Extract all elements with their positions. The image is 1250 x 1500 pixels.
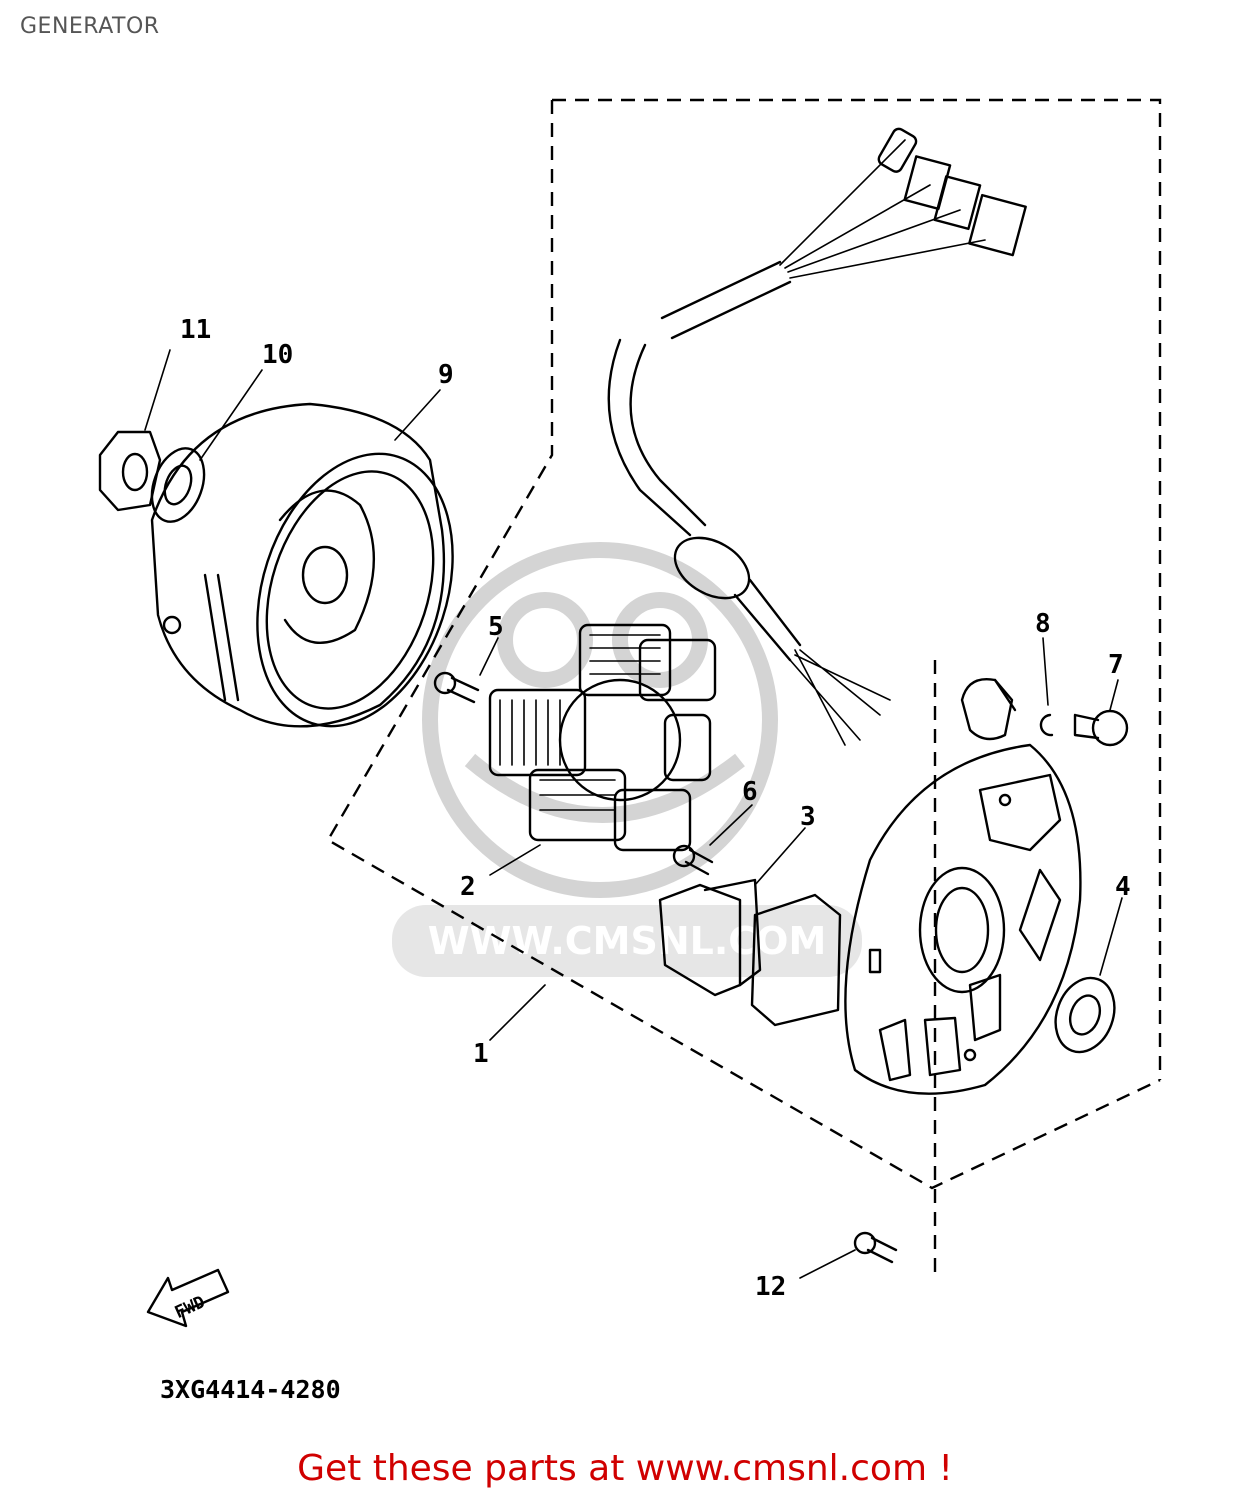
callout-8: 8 xyxy=(1035,609,1051,639)
diagram-part-number: 3XG4414-4280 xyxy=(160,1375,341,1404)
fwd-label: FWD xyxy=(172,1292,208,1323)
callout-2: 2 xyxy=(460,872,476,902)
callout-9: 9 xyxy=(438,360,454,390)
screw-12 xyxy=(853,1231,898,1264)
footer-link[interactable]: Get these parts at www.cmsnl.com ! xyxy=(297,1448,953,1489)
screw-5 xyxy=(433,671,480,704)
leader-lines xyxy=(144,349,1123,1279)
callout-4: 4 xyxy=(1115,872,1131,902)
watermark-url: WWW.CMSNL.COM xyxy=(428,919,827,963)
callout-12: 12 xyxy=(755,1272,786,1302)
stator-base-plate xyxy=(844,743,1082,1095)
callout-6: 6 xyxy=(742,777,758,807)
callout-10: 10 xyxy=(262,340,293,370)
nut xyxy=(98,430,162,512)
oil-seal xyxy=(1054,976,1116,1054)
callout-3: 3 xyxy=(800,802,816,832)
callout-1: 1 xyxy=(473,1039,489,1069)
callout-5: 5 xyxy=(488,612,504,642)
assembly-boundary xyxy=(326,98,1162,1190)
wire-harness xyxy=(607,127,1027,746)
forward-arrow-icon: FWD xyxy=(146,1268,230,1328)
screw-7 xyxy=(1073,709,1129,747)
callout-11: 11 xyxy=(180,315,211,345)
pickup-coil xyxy=(658,878,842,1027)
clip xyxy=(960,678,1017,741)
stator-coil xyxy=(488,623,717,852)
circlip-8 xyxy=(1039,713,1054,737)
watermark-logo: WWW.CMSNL.COM xyxy=(392,542,862,977)
flywheel-rotor xyxy=(150,402,454,728)
page-title: GENERATOR xyxy=(20,14,160,39)
callout-7: 7 xyxy=(1108,650,1124,680)
screw-6 xyxy=(672,844,714,876)
